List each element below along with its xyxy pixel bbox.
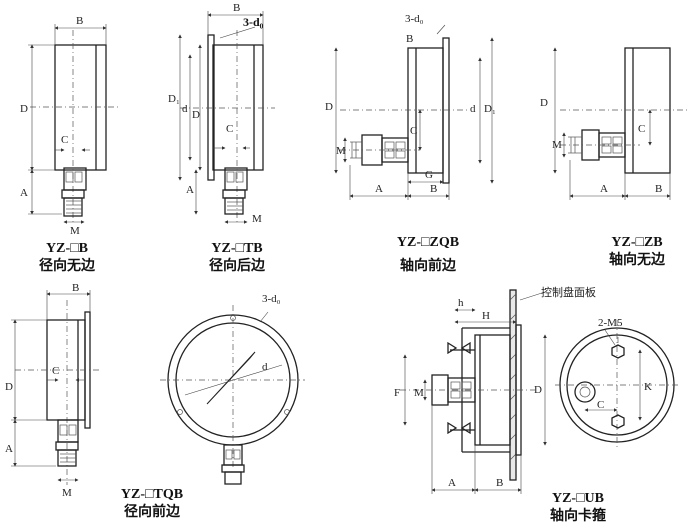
dim-label-m: M (62, 487, 72, 499)
caption-zb: YZ-□ZB 轴向无边 (592, 234, 682, 270)
holes-label: 3-d₀ (405, 13, 424, 25)
dim-label-b: B (655, 183, 662, 195)
caption-desc: 轴向前边 (400, 259, 456, 274)
figure-front-view-dial (160, 305, 305, 485)
dim-label-m: M (414, 387, 424, 399)
caption-model: YZ-□TB (211, 241, 263, 256)
dim-label-d1: D₁ (484, 103, 496, 115)
caption-desc: 径向无边 (39, 259, 95, 274)
dim-label-d: D (534, 384, 542, 396)
caption-zqb: YZ-□ZQB 轴向前边 (378, 234, 478, 276)
caption-model: YZ-□ZQB (396, 235, 460, 250)
dim-label-c: C (61, 134, 68, 146)
dim-label-a: A (5, 443, 13, 455)
dim-label-b: B (406, 33, 413, 45)
caption-model: YZ-□TQB (120, 487, 184, 502)
dim-label-b: B (72, 282, 79, 294)
caption-desc: 径向后边 (209, 259, 265, 274)
holes2-label: 2-M5 (598, 317, 623, 329)
figure-tqb-radial-front-flange (11, 290, 100, 485)
figure-tb-radial-rear-flange (178, 11, 275, 225)
dim-label-c: C (638, 123, 645, 135)
caption-model: YZ-□ZB (611, 235, 663, 250)
panel-label: 控制盘面板 (541, 285, 596, 299)
caption-model: YZ-□B (46, 241, 88, 256)
dim-label-a: A (375, 183, 383, 195)
dim-label-h-small: h (458, 297, 464, 309)
dim-label-d-small: d (470, 103, 476, 115)
figure-ub-axial-clamp (400, 289, 547, 494)
caption-desc: 轴向无边 (609, 253, 665, 268)
dim-label-f: F (394, 387, 400, 399)
dim-label-b: B (430, 183, 437, 195)
dim-label-c: C (410, 125, 417, 137)
figure-zqb-axial-front-flange (334, 24, 494, 200)
caption-b: YZ-□B 径向无边 (22, 240, 112, 276)
dim-label-a: A (20, 187, 28, 199)
dim-label-d: D (325, 101, 333, 113)
dim-label-d-small: d (182, 103, 188, 115)
figure-rear-view-clamp (555, 320, 680, 450)
holes-label: 3-d₀ (262, 293, 281, 305)
dim-label-b: B (233, 2, 240, 14)
dim-label-m: M (336, 145, 346, 157)
dim-label-b: B (76, 15, 83, 27)
caption-desc: 轴向卡箍 (550, 509, 606, 524)
dim-label-d-small: d (262, 361, 268, 373)
dim-label-d: D (540, 97, 548, 109)
dim-label-d: D (192, 109, 200, 121)
dim-label-m: M (252, 213, 262, 225)
figure-b-radial-no-flange (28, 24, 120, 225)
dim-label-d: D (20, 103, 28, 115)
dim-label-m: M (552, 139, 562, 151)
caption-tqb: YZ-□TQB 径向前边 (102, 486, 202, 522)
dim-label-c: C (226, 123, 233, 135)
dim-label-a: A (600, 183, 608, 195)
holes-label: 3-d₀ (243, 15, 264, 29)
dim-label-a: A (448, 477, 456, 489)
dim-label-a: A (186, 184, 194, 196)
dim-label-c: C (597, 399, 604, 411)
dim-label-h: H (482, 310, 490, 322)
caption-ub: YZ-□UB 轴向卡箍 (528, 490, 628, 526)
dim-label-c: C (52, 365, 59, 377)
dimension-labels: B D C A M B 3-d₀ D₁ d D C A M 3-d₀ B D d… (5, 2, 662, 499)
caption-model: YZ-□UB (551, 491, 604, 506)
dim-label-b: B (496, 477, 503, 489)
caption-desc: 径向前边 (124, 505, 180, 520)
dim-label-g: G (425, 169, 433, 181)
dim-label-d1: D₁ (168, 93, 180, 105)
dim-label-d: D (5, 381, 13, 393)
figure-zb-axial-no-flange (553, 47, 690, 200)
dim-label-m: M (70, 225, 80, 237)
caption-tb: YZ-□TB 径向后边 (192, 240, 282, 276)
dim-label-k: K (644, 381, 652, 393)
